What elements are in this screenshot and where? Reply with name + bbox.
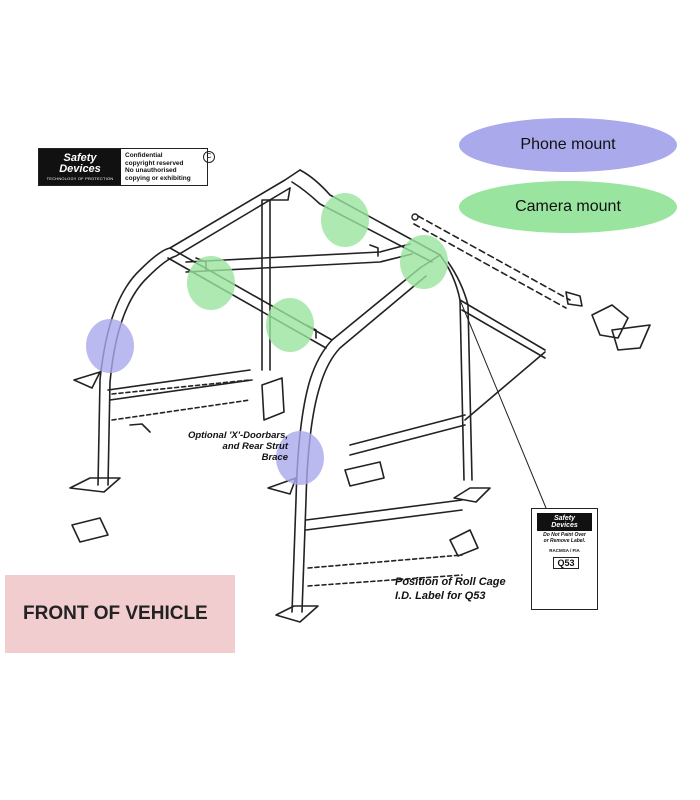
logo-line1: Safety: [63, 152, 97, 164]
camera-mount-marker-1: [187, 256, 235, 310]
confidential-line: copying or exhibiting: [125, 174, 191, 182]
confidential-line: No unauthorised: [125, 167, 177, 174]
id-logo-line2: Devices: [551, 522, 578, 529]
camera-mount-marker-3: [321, 193, 369, 247]
phone-mount-marker-left: [86, 319, 134, 373]
camera-mount-marker-2: [266, 298, 314, 352]
id-label-logo: Safety Devices: [537, 513, 592, 531]
copyright-icon: C: [203, 151, 215, 163]
id-warning-line: or Remove Label.: [543, 537, 586, 544]
annotation-line: and Rear Strut: [222, 441, 288, 452]
phone-mount-legend: Phone mount: [459, 118, 677, 172]
phone-mount-label: Phone mount: [520, 136, 616, 153]
confidential-note: Confidential copyright reserved No unaut…: [121, 152, 191, 182]
safety-devices-logo: Safety Devices TECHNOLOGY OF PROTECTION: [39, 149, 121, 185]
front-of-vehicle-label: FRONT OF VEHICLE: [5, 575, 235, 653]
id-code-row: Q53: [532, 556, 597, 569]
front-of-vehicle-text: FRONT OF VEHICLE: [23, 603, 208, 624]
id-standard: RACMSA / FIA: [549, 548, 580, 553]
roll-cage-id-label: Safety Devices Do Not Paint Over or Remo…: [531, 508, 598, 610]
camera-mount-label: Camera mount: [515, 198, 621, 215]
annotation-line: Position of Roll Cage: [395, 576, 506, 588]
id-label-position-annotation: Position of Roll Cage I.D. Label for Q53: [395, 575, 506, 603]
id-warning-line: Do Not Paint Over: [543, 532, 586, 538]
camera-mount-marker-4: [400, 235, 448, 289]
annotation-line: I.D. Label for Q53: [395, 590, 486, 602]
confidential-box: Safety Devices TECHNOLOGY OF PROTECTION …: [38, 148, 215, 186]
annotation-line: Brace: [261, 452, 288, 463]
annotation-line: Optional 'X'-Doorbars,: [187, 430, 288, 441]
id-logo-line1: Safety: [553, 515, 575, 522]
logo-tagline: TECHNOLOGY OF PROTECTION: [46, 176, 114, 181]
camera-mount-legend: Camera mount: [459, 181, 677, 233]
logo-line2: Devices: [59, 163, 101, 175]
confidential-line: copyright reserved: [125, 159, 184, 167]
id-code: Q53: [553, 556, 579, 569]
phone-mount-marker-front: [276, 431, 324, 485]
confidential-line: Confidential: [125, 152, 163, 159]
x-doorbars-annotation: Optional 'X'-Doorbars, and Rear Strut Br…: [158, 430, 288, 463]
